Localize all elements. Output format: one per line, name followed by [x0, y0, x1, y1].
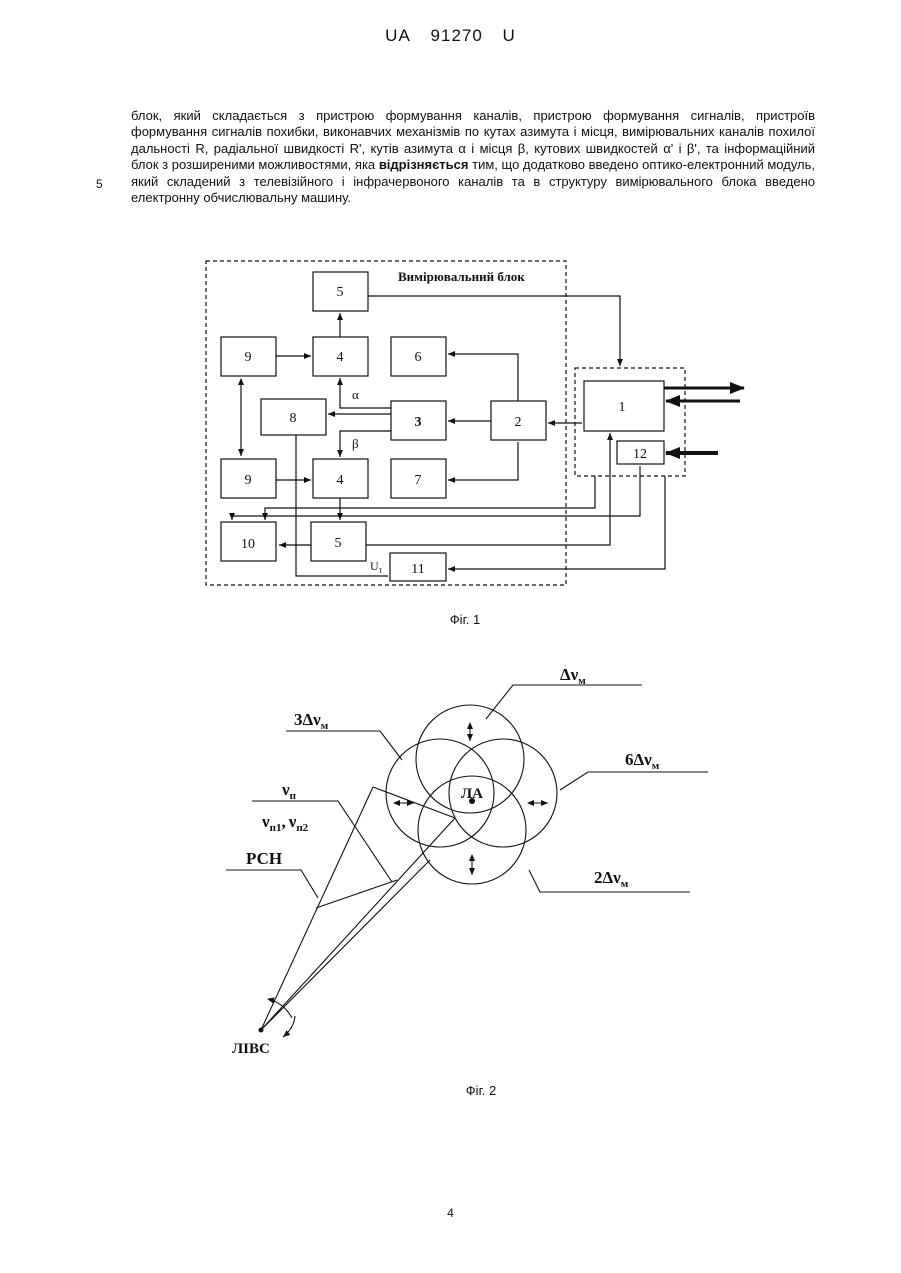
label-4-bottom: 4: [337, 473, 344, 488]
label-nu-p: νп: [281, 780, 297, 802]
label-11: 11: [411, 562, 424, 577]
label-6dv: 6Δνм: [625, 750, 660, 772]
label-9-bottom: 9: [245, 473, 252, 488]
label-9-top: 9: [245, 350, 252, 365]
info-block-frame: [575, 368, 685, 476]
label-7: 7: [415, 473, 422, 488]
label-dv: Δνм: [560, 665, 586, 687]
label-2dv: 2Δνм: [594, 868, 629, 890]
label-nu-p1-p2: νп1,νп2: [261, 812, 309, 834]
figure-2-diagram: [226, 685, 708, 1037]
label-3dv: 3Δνм: [294, 710, 329, 732]
measuring-block-title: Вимірювальний блок: [398, 269, 525, 284]
beta-label: β: [352, 436, 359, 451]
label-5-top: 5: [337, 285, 344, 300]
label-rsn: РСН: [246, 849, 282, 868]
label-8: 8: [290, 411, 297, 426]
measuring-block-frame: [206, 261, 566, 585]
label-livs: ЛІВС: [232, 1041, 270, 1057]
page-number: 4: [0, 1206, 901, 1220]
label-6: 6: [415, 350, 422, 365]
u-tau-label: Uτ: [370, 559, 383, 575]
label-4-top: 4: [337, 350, 344, 365]
label-2: 2: [515, 415, 522, 430]
figure-2-caption: Фіг. 2: [421, 1083, 541, 1098]
label-10: 10: [241, 537, 255, 552]
figure-1-caption: Фіг. 1: [405, 612, 525, 627]
label-1: 1: [619, 400, 626, 415]
label-5-bottom: 5: [335, 536, 342, 551]
livs-point: [259, 1028, 264, 1033]
label-12: 12: [633, 447, 647, 462]
label-la: ЛА: [461, 786, 483, 802]
alpha-label: α: [352, 387, 359, 402]
label-3: 3: [415, 415, 422, 430]
